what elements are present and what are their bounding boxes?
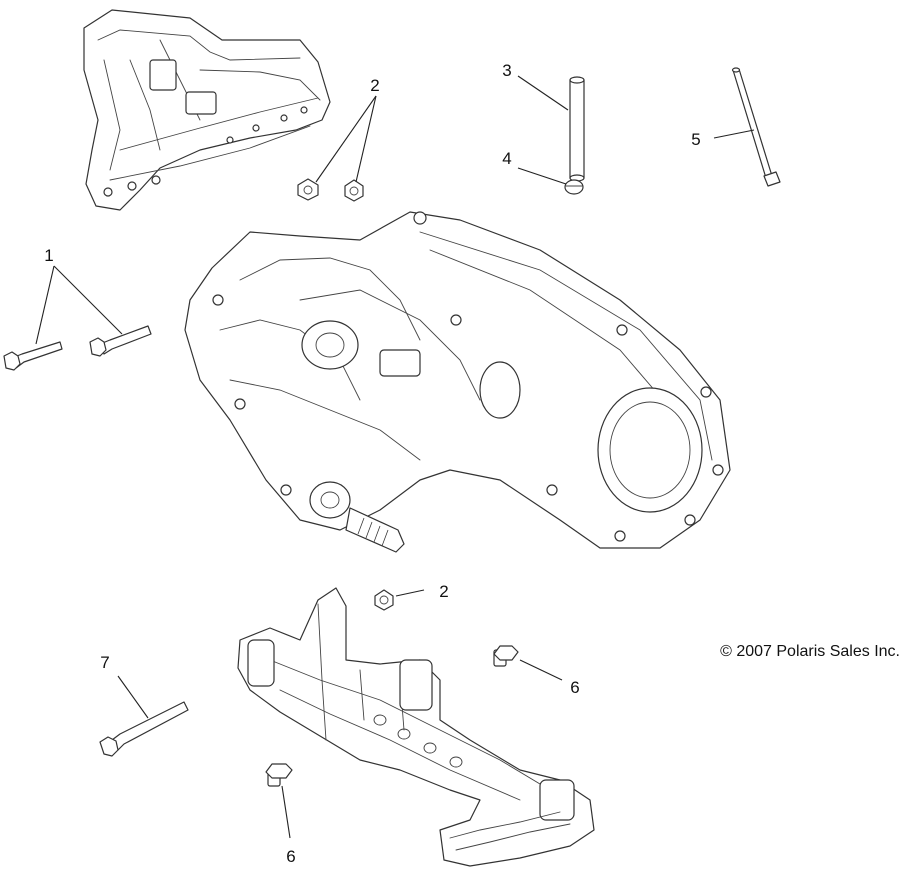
bolt-1-left	[3, 341, 63, 371]
callout-3: 3	[502, 61, 511, 80]
callout-7: 7	[100, 653, 109, 672]
flange-nut-upper-right	[344, 179, 364, 202]
callout-1: 1	[44, 246, 53, 265]
callout-2-lower: 2	[439, 582, 448, 601]
callout-4: 4	[502, 149, 511, 168]
bolt-1-right	[89, 325, 152, 357]
callout-6-bottom: 6	[286, 847, 295, 866]
flange-nut-lower	[374, 589, 394, 611]
callout-6-right: 6	[570, 678, 579, 697]
pin	[569, 76, 585, 182]
lower-crossmember	[237, 587, 595, 867]
bolt-7	[99, 701, 189, 757]
upper-mount-bracket	[83, 9, 331, 211]
callout-5: 5	[691, 130, 700, 149]
flange-bolt-6-bottom	[265, 763, 293, 787]
bushing	[564, 179, 584, 195]
long-bolt-5	[731, 67, 781, 187]
leader-lines	[35, 75, 755, 839]
copyright-notice: © 2007 Polaris Sales Inc.	[720, 643, 900, 660]
flange-nut-upper-left	[297, 178, 319, 201]
flange-bolt-6-right	[493, 645, 519, 667]
callout-2-upper: 2	[370, 76, 379, 95]
transmission-case	[184, 211, 731, 553]
